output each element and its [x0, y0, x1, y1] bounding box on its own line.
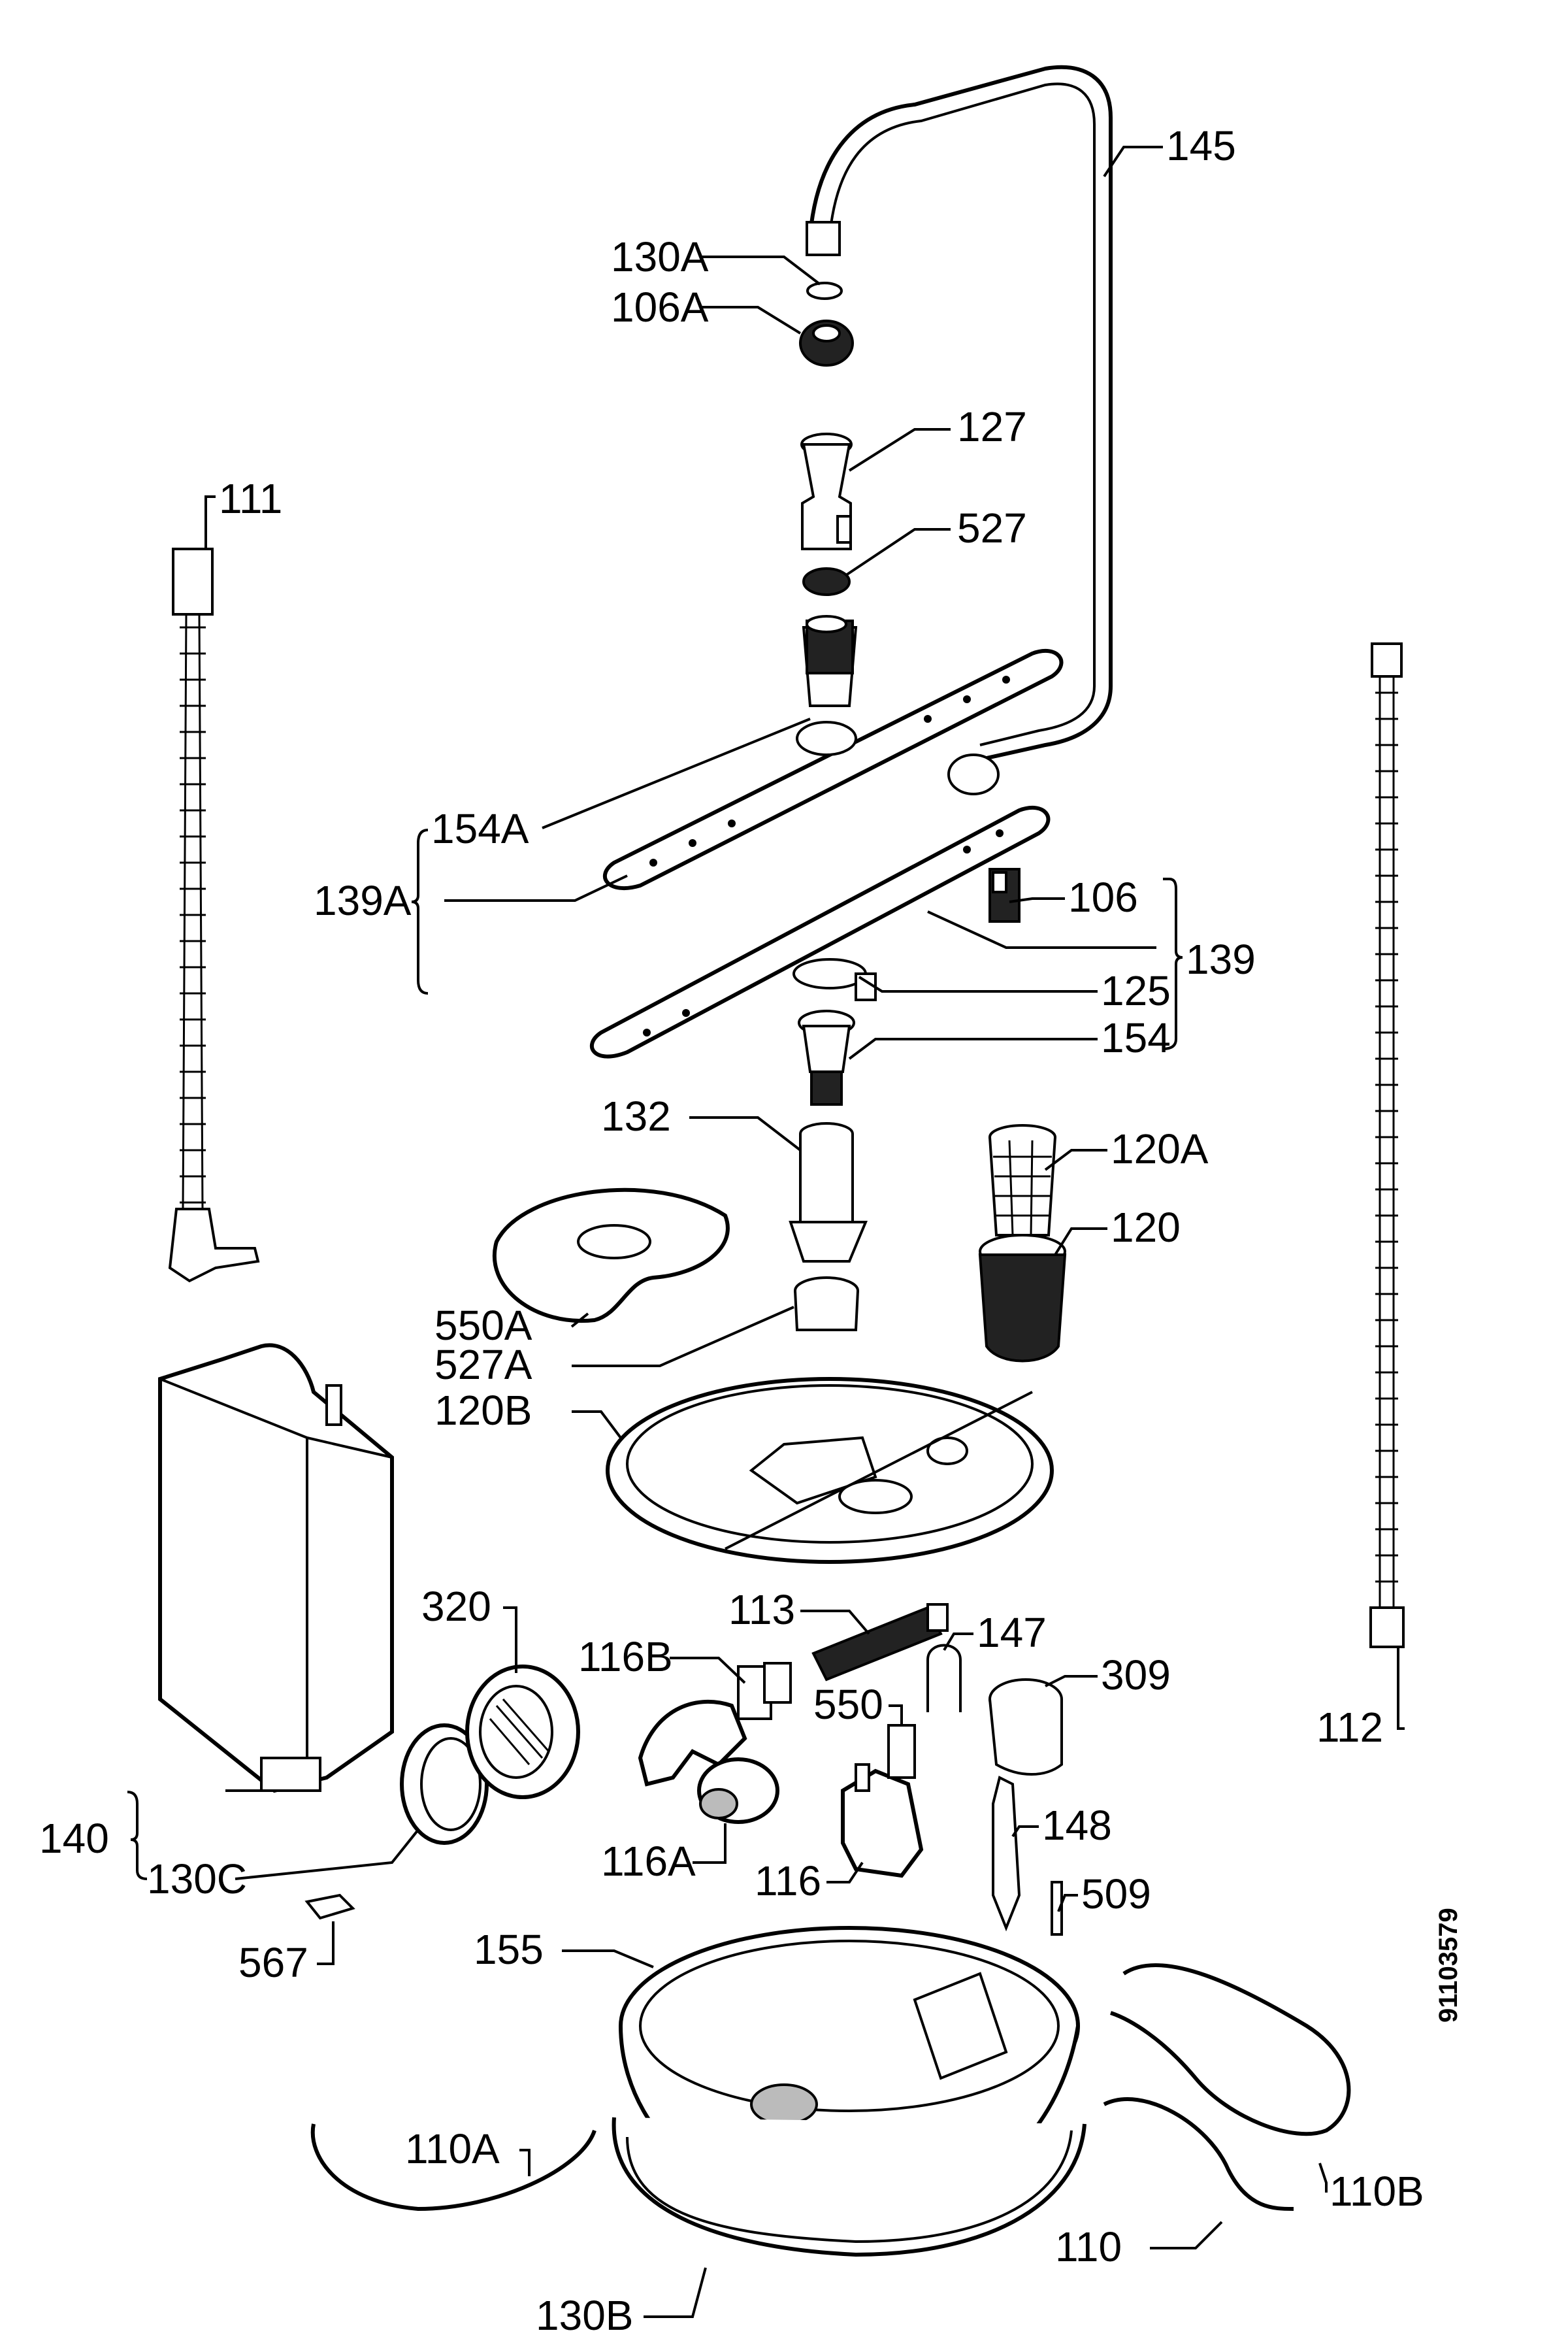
label-147: 147 [977, 1609, 1047, 1656]
part-550-block [887, 1724, 916, 1779]
part-527-washer [802, 567, 851, 596]
label-110b: 110B [1330, 2168, 1424, 2215]
label-116a: 116A [601, 1838, 696, 1885]
part-140-softener-tank [158, 1343, 394, 1793]
part-110-hose [1103, 2097, 1294, 2211]
label-139: 139 [1186, 936, 1256, 983]
part-130a-oring [806, 282, 843, 300]
part-110a-hose [310, 2123, 596, 2212]
label-125: 125 [1101, 967, 1171, 1014]
label-120: 120 [1111, 1204, 1181, 1251]
label-113: 113 [728, 1586, 795, 1633]
label-110a: 110A [405, 2125, 500, 2172]
label-527: 527 [957, 505, 1027, 552]
label-155: 155 [474, 1926, 544, 1973]
label-110: 110 [1055, 2223, 1122, 2270]
part-567-clip [304, 1893, 355, 1920]
part-111-inlet-hose [168, 548, 260, 1283]
label-111: 111 [219, 475, 282, 522]
label-154a: 154A [431, 805, 529, 852]
label-116: 116 [755, 1857, 821, 1904]
part-147-clip [926, 1644, 962, 1712]
part-320-cap [465, 1665, 580, 1799]
label-550: 550 [813, 1681, 883, 1728]
part-550a-disc [492, 1187, 730, 1323]
part-125-clip [792, 958, 877, 1001]
label-567: 567 [238, 1939, 308, 1986]
label-148: 148 [1042, 1802, 1112, 1849]
label-527a: 527A [434, 1341, 532, 1388]
part-112-hose [1369, 642, 1405, 1648]
part-106-bracket [988, 868, 1021, 923]
label-140: 140 [39, 1815, 109, 1862]
part-120b-filter-plate [606, 1377, 1054, 1564]
label-106a: 106A [611, 284, 709, 331]
label-145: 145 [1166, 122, 1236, 169]
label-112: 112 [1316, 1704, 1383, 1751]
label-130a: 130A [611, 233, 709, 280]
label-132: 132 [601, 1093, 671, 1140]
part-116-valve [841, 1763, 924, 1878]
document-number: 91103579 [1434, 1908, 1463, 2023]
label-130c: 130C [147, 1855, 247, 1902]
label-116b: 116B [578, 1633, 673, 1680]
label-130b: 130B [536, 2292, 633, 2337]
part-132-tube [789, 1122, 868, 1263]
part-106a-gear [799, 320, 854, 367]
part-148-bracket [992, 1776, 1021, 1932]
part-145-feed-pipe [806, 65, 1113, 795]
part-527a-ring [794, 1276, 859, 1331]
part-509-pin [1051, 1881, 1063, 1936]
leader-lines [127, 146, 1405, 2318]
part-120-filter-cup [978, 1234, 1067, 1363]
part-154-hub [798, 1010, 855, 1106]
label-127: 127 [957, 403, 1027, 450]
label-139a: 139A [314, 877, 412, 924]
label-120a: 120A [1111, 1125, 1209, 1172]
label-550a: 550A [434, 1302, 532, 1349]
part-labels: 145 130A 106A 127 527 111 154A 139A 106 … [39, 122, 1463, 2337]
label-309: 309 [1101, 1651, 1171, 1699]
label-154: 154 [1101, 1014, 1171, 1061]
part-110b-hose [1110, 1963, 1351, 2136]
part-130c-seal [400, 1723, 489, 1845]
part-127-coupling [800, 433, 853, 550]
part-139-lower-spray-arm [589, 805, 1051, 1059]
label-106: 106 [1068, 874, 1138, 921]
label-120b: 120B [434, 1387, 532, 1434]
label-509: 509 [1081, 1870, 1151, 1917]
part-113-spring [811, 1603, 949, 1682]
part-309-cup [988, 1678, 1063, 1776]
part-116a-cap [697, 1757, 779, 1824]
part-130b-gasket [612, 2117, 1086, 2257]
part-154a-upper-spray-arm [602, 615, 1064, 891]
label-320: 320 [421, 1583, 491, 1630]
part-120a-filter [988, 1124, 1056, 1236]
part-155-sump [619, 1926, 1080, 2229]
